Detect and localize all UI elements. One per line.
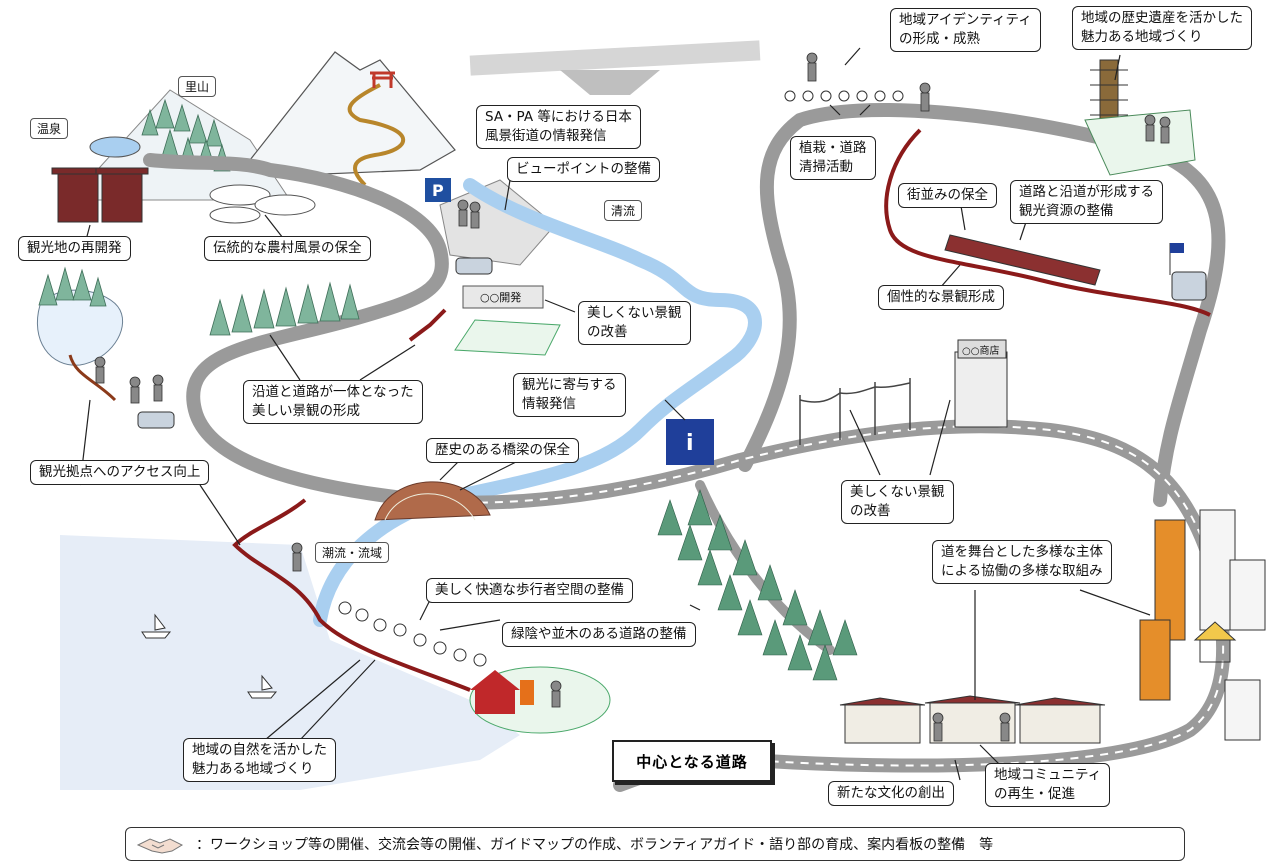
- callout-pedestrian: 美しく快適な歩行者空間の整備: [426, 578, 633, 603]
- avenue-trees: [657, 489, 858, 681]
- callout-roadside-landscape: 沿道と道路が一体となった 美しい景観の形成: [243, 380, 423, 424]
- callout-heritage: 地域の歴史遺産を活かした 魅力ある地域づくり: [1072, 6, 1252, 50]
- callout-nature: 地域の自然を活かした 魅力ある地域づくり: [183, 738, 336, 782]
- viewpoint-hill: [439, 179, 556, 266]
- town-red-road: [884, 128, 1211, 317]
- sign-satoyama: 里山: [178, 76, 217, 97]
- historic-bridge: [374, 481, 491, 521]
- svg-text:i: i: [686, 431, 694, 456]
- callout-collaboration: 道を舞台とした多様な主体 による協働の多様な取組み: [932, 540, 1112, 584]
- lake-trees: [38, 266, 107, 307]
- tall-buildings: [1139, 509, 1266, 741]
- onsen-icon: [89, 136, 141, 158]
- callout-community: 地域コミュニティ の再生・促進: [985, 763, 1111, 807]
- boat-icon: [141, 613, 278, 699]
- pagoda-icon: [1090, 59, 1128, 121]
- parking-icon: P: [425, 178, 451, 202]
- billboard-board: [462, 285, 544, 309]
- handshake-icon: [136, 838, 184, 854]
- onsen-inns: [51, 167, 149, 223]
- roadside-trees: [209, 281, 360, 336]
- footer-legend: ：ワークショップ等の開催、交流会等の開催、ガイドマップの作成、ボランティアガイド…: [125, 827, 1185, 861]
- main-road-label: 中心となる道路: [612, 740, 772, 782]
- svg-text:P: P: [432, 181, 444, 200]
- footer-text: ：ワークショップ等の開催、交流会等の開催、ガイドマップの作成、ボランティアガイド…: [196, 837, 994, 853]
- utility-poles: [799, 378, 911, 445]
- mountain-red-road: [408, 308, 447, 342]
- road-centerlines: [419, 425, 1225, 767]
- flag-icon: [1169, 243, 1184, 275]
- car-icon: [137, 257, 1207, 429]
- callout-historic-bridge: 歴史のある橋梁の保全: [426, 438, 579, 463]
- callout-planting: 植栽・道路 清掃活動: [790, 136, 876, 180]
- callout-unique-landscape: 個性的な景観形成: [878, 285, 1004, 310]
- callout-tourism-info: 観光に寄与する 情報発信: [513, 373, 626, 417]
- coastal-red-road: [232, 498, 471, 692]
- billboard-field: [454, 319, 561, 356]
- flower-icon: [338, 90, 904, 667]
- callout-identity: 地域アイデンティティ の形成・成熟: [890, 8, 1041, 52]
- callout-townscape: 街並みの保全: [898, 183, 997, 208]
- billboard-label: ○○開発: [480, 291, 522, 304]
- info-icon: i: [666, 419, 714, 465]
- access-red-path: [68, 354, 117, 402]
- callout-ugly-landscape-2: 美しくない景観 の改善: [841, 480, 954, 524]
- callout-green-road: 緑陰や並木のある道路の整備: [502, 622, 696, 647]
- sea-area: [60, 535, 520, 790]
- shop-building-icon: [954, 339, 1008, 428]
- rural-fields: [209, 184, 316, 224]
- sign-choryu: 潮流・流域: [315, 542, 390, 563]
- callout-viewpoint: ビューポイントの整備: [507, 157, 660, 182]
- callout-ugly-landscape-1: 美しくない景観 の改善: [578, 301, 691, 345]
- expressway: [469, 40, 761, 76]
- mountain-trail: [347, 83, 405, 187]
- callout-tourism-resources: 道路と沿道が形成する 観光資源の整備: [1010, 180, 1163, 224]
- callout-rural-landscape: 伝統的な農村風景の保全: [204, 236, 371, 261]
- callout-new-culture: 新たな文化の創出: [828, 781, 954, 806]
- pavilion-icon: [1193, 621, 1237, 663]
- townscape-row: [944, 234, 1101, 286]
- red-house: [470, 670, 534, 714]
- sign-seiryu: 清流: [604, 200, 643, 221]
- callout-access: 観光拠点へのアクセス向上: [30, 460, 210, 485]
- callout-redevelop: 観光地の再開発: [18, 236, 131, 261]
- town-center-buildings: [839, 695, 1106, 744]
- sapa-area: [560, 70, 660, 95]
- callout-sapa-info: SA・PA 等における日本 風景街道の情報発信: [476, 105, 641, 149]
- torii-icon: [370, 71, 395, 88]
- person-icon: [94, 52, 1171, 742]
- sign-onsen: 温泉: [30, 118, 69, 139]
- shop-sign-label: ○○商店: [962, 346, 1000, 357]
